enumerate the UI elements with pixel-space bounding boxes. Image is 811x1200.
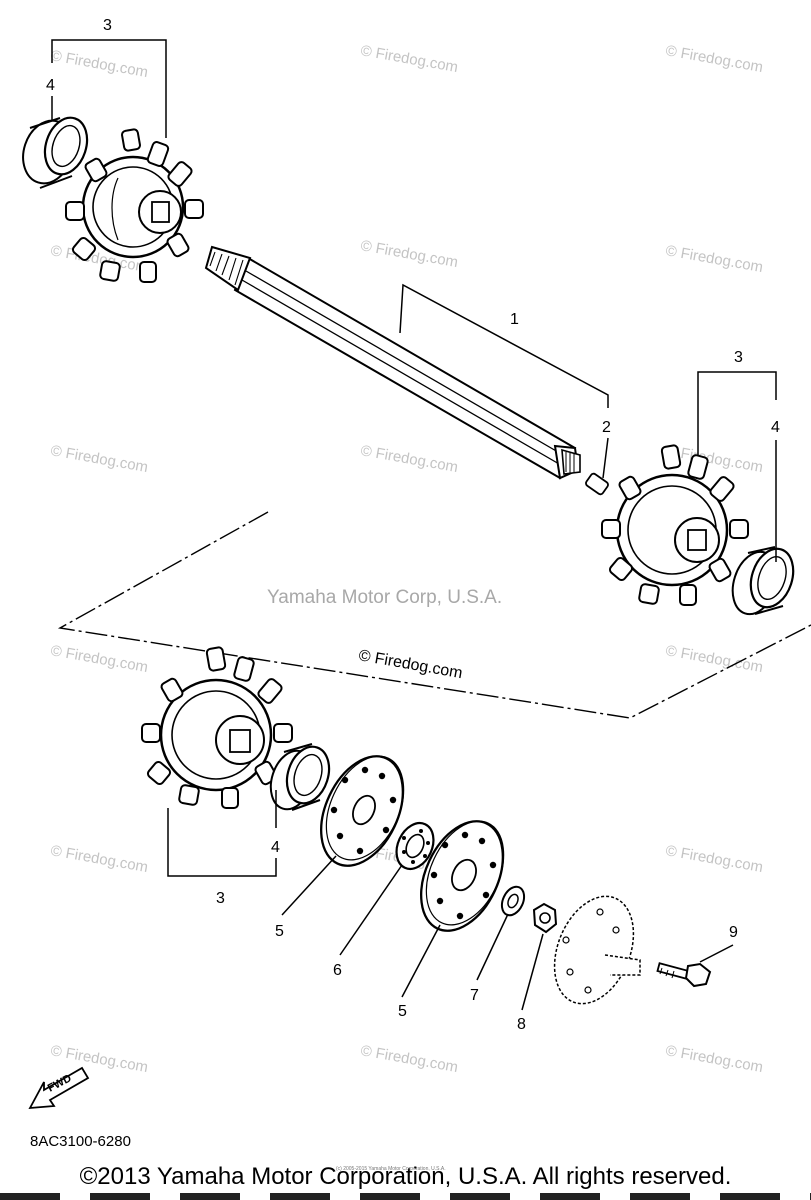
callout-nut: 8 — [517, 1016, 526, 1033]
callout-labels: 3 4 1 2 3 4 4 3 5 6 5 7 8 9 — [46, 17, 780, 1033]
callout-bearing: 6 — [333, 962, 342, 979]
tiny-notice: (c) 2005-2015 Yamaha Motor Corporation, … — [336, 1166, 446, 1172]
flange-hub — [553, 895, 641, 1005]
watermark: © Firedog.com — [49, 1042, 149, 1076]
watermark: © Firedog.com — [359, 237, 459, 271]
callout-washer: 7 — [470, 987, 479, 1004]
callout-shaft: 1 — [510, 311, 519, 328]
drive-shaft — [204, 245, 581, 480]
callout-collar-top-left: 4 — [46, 77, 55, 94]
brand-watermark: Yamaha Motor Corp, U.S.A. — [267, 587, 502, 608]
callout-collar-right: 4 — [771, 419, 780, 436]
watermark: © Firedog.com — [359, 1042, 459, 1076]
watermark: © Firedog.com — [664, 42, 764, 76]
collar-top-left — [22, 116, 89, 189]
callout-collar-bottom: 4 — [271, 839, 280, 856]
callout-sprocket-top-left: 3 — [103, 17, 112, 34]
bottom-strip — [0, 1193, 811, 1200]
callout-bolt: 9 — [729, 924, 738, 941]
collar-bottom — [269, 743, 331, 811]
callout-pin: 2 — [602, 419, 611, 436]
part-code: 8AC3100-6280 — [30, 1133, 131, 1150]
watermark: © Firedog.com — [359, 442, 459, 476]
collar-right — [731, 546, 795, 616]
watermark: © Firedog.com — [664, 642, 764, 676]
callout-plate-right: 5 — [398, 1003, 407, 1020]
bearing — [395, 821, 435, 871]
watermark: © Firedog.com — [359, 42, 459, 76]
sprocket-top-left — [65, 128, 204, 283]
watermark: © Firedog.com — [49, 47, 149, 81]
plate-left — [320, 755, 405, 867]
watermark: © Firedog.com — [664, 242, 764, 276]
watermark: © Firedog.com — [664, 842, 764, 876]
bolt — [656, 962, 712, 988]
callout-sprocket-right: 3 — [734, 349, 743, 366]
watermark: © Firedog.com — [49, 642, 149, 676]
watermark: © Firedog.com — [49, 442, 149, 476]
leader-lines — [51, 39, 777, 1011]
callout-sprocket-bottom: 3 — [216, 890, 225, 907]
nut — [532, 902, 558, 934]
sprocket-right — [601, 444, 749, 606]
watermark: © Firedog.com — [49, 842, 149, 876]
callout-plate-left: 5 — [275, 923, 284, 940]
assembly-boundary — [57, 511, 811, 719]
copyright-notice: ©2013 Yamaha Motor Corporation, U.S.A. A… — [79, 1163, 732, 1190]
sprocket-bottom — [141, 646, 293, 809]
watermark: © Firedog.com — [664, 1042, 764, 1076]
fwd-arrow-icon: FWD — [28, 1066, 90, 1110]
pin — [585, 472, 609, 496]
plate-right — [420, 820, 505, 932]
washer — [500, 885, 526, 917]
